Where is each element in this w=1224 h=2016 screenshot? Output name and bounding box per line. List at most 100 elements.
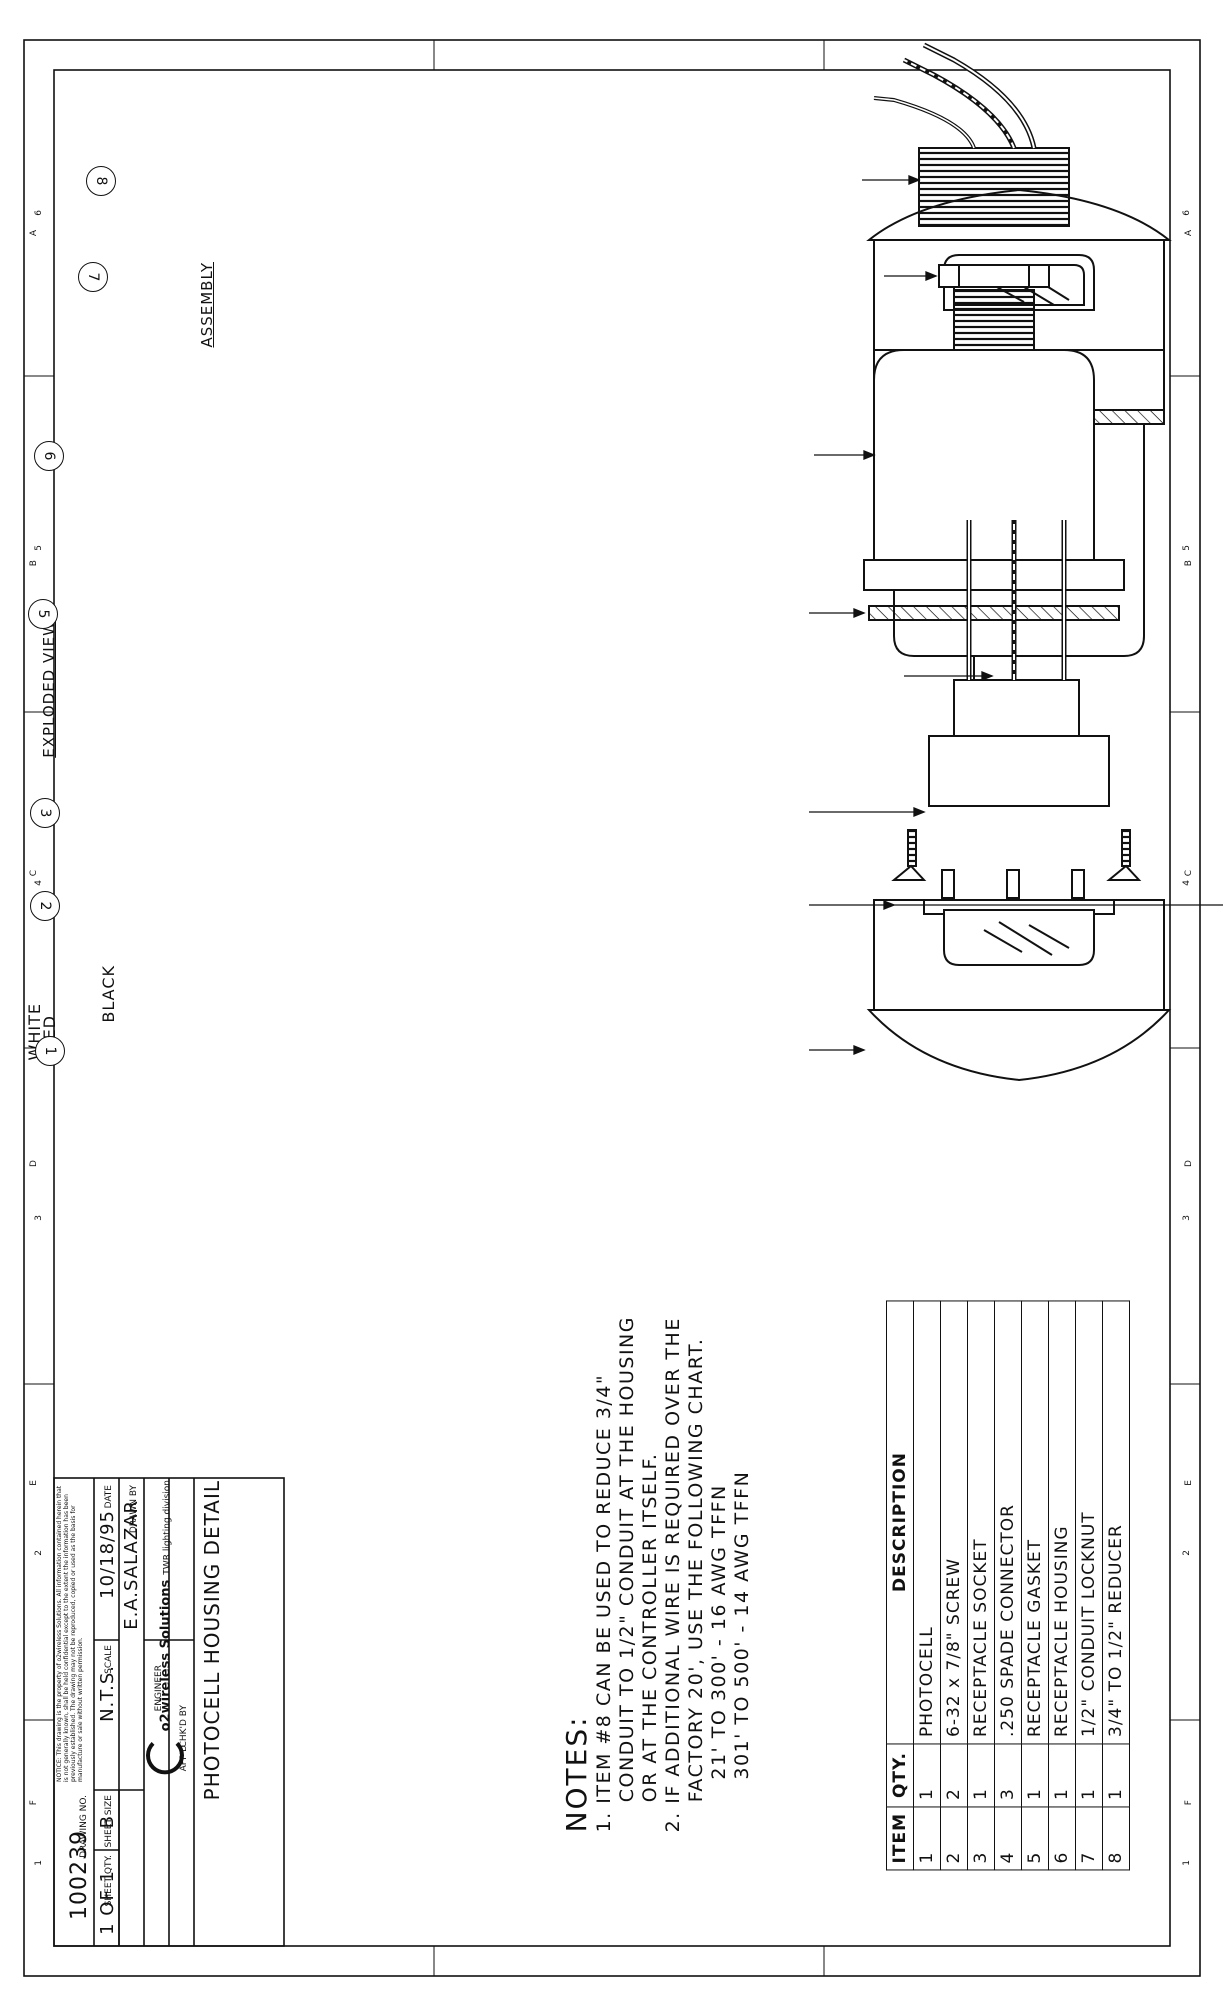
bom-item: 4 [994, 1806, 1022, 1870]
zone-number: 2 [34, 1550, 44, 1556]
zone-letter: A [29, 230, 39, 237]
bom-description: PHOTOCELL [913, 1300, 941, 1744]
bom-qty: 1 [1102, 1743, 1130, 1807]
bom-item: 2 [940, 1806, 968, 1870]
notes-lines: 1. ITEM #8 CAN BE USED TO REDUCE 3/4" CO… [593, 1316, 754, 1832]
bom-description: RECEPTACLE GASKET [1021, 1300, 1049, 1744]
engineer-label: ENGINEER [154, 1665, 164, 1712]
zone-number: 4 [1182, 880, 1192, 886]
zone-number: 1 [1182, 1860, 1192, 1866]
zone-letter: E [1184, 1480, 1194, 1486]
zone-number: 4 [34, 880, 44, 886]
date: 10/18/95 [97, 1510, 118, 1599]
title-block-frame [53, 1477, 285, 1947]
bom-qty: 1 [913, 1743, 941, 1807]
callout-8: 8 [86, 166, 116, 196]
scale: N.T.S. [97, 1665, 118, 1722]
zone-number: 3 [1182, 1215, 1192, 1221]
zone-number: 5 [1182, 545, 1192, 551]
bom-header-item: ITEM [886, 1806, 914, 1870]
bom-qty: 1 [1021, 1743, 1049, 1807]
wire-label-black: BLACK [99, 965, 118, 1023]
exploded-view [863, 147, 1172, 1082]
zone-number: 3 [34, 1215, 44, 1221]
zone-number: 5 [34, 545, 44, 551]
zone-letter: D [29, 1160, 39, 1167]
bom-qty: 1 [1048, 1743, 1076, 1807]
zone-number: 1 [34, 1860, 44, 1866]
bom-header-qty: QTY. [886, 1743, 914, 1807]
bom-item: 1 [913, 1806, 941, 1870]
note-line: 21' TO 300' - 16 AWG TFFN [708, 1484, 730, 1833]
bom-header-desc: DESCRIPTION [886, 1300, 914, 1744]
bom-item: 3 [967, 1806, 995, 1870]
zone-letter: E [29, 1480, 39, 1486]
bom-qty: 3 [994, 1743, 1022, 1807]
drawing-no: 100239 [67, 1830, 92, 1920]
callout-6: 6 [34, 441, 64, 471]
note-line: CONDUIT TO 1/2" CONDUIT AT THE HOUSING [616, 1316, 638, 1833]
bom-qty: 1 [967, 1743, 995, 1807]
zone-letter: F [29, 1800, 39, 1806]
bom-item: 6 [1048, 1806, 1076, 1870]
sheet-size: B [97, 1815, 118, 1829]
wires [873, 42, 1067, 680]
zone-letter: D [1184, 1160, 1194, 1167]
zone-number: 6 [1182, 210, 1192, 216]
note-line: 301' TO 500' - 14 AWG TFFN [731, 1470, 753, 1833]
exploded-view-label: EXPLODED VIEW [40, 620, 58, 758]
zone-letter: C [29, 870, 39, 877]
zone-letter: F [1184, 1800, 1194, 1806]
bom-description: RECEPTACLE HOUSING [1048, 1300, 1076, 1744]
zone-number: 2 [1182, 1550, 1192, 1556]
callout-7: 7 [78, 262, 108, 292]
zone-letter: B [1184, 560, 1194, 567]
sheet-qty: 1 OF 1 [97, 1870, 118, 1935]
notes-heading: NOTES: [560, 1715, 593, 1833]
bom-description: 1/2" CONDUIT LOCKNUT [1075, 1300, 1103, 1744]
callout-leaders [809, 175, 1223, 1055]
bom-description: 3/4" TO 1/2" REDUCER [1102, 1300, 1130, 1744]
callout-3: 3 [30, 798, 60, 828]
note-line: 2. IF ADDITIONAL WIRE IS REQUIRED OVER T… [662, 1317, 684, 1833]
callout-2: 2 [30, 891, 60, 921]
zone-letter: A [1184, 230, 1194, 237]
bom-description: 6-32 x 7/8" SCREW [940, 1300, 968, 1744]
appd-label: APP'D [179, 1745, 189, 1772]
company-division: TWR lighting division [162, 1480, 173, 1575]
zone-number: 6 [34, 210, 44, 216]
notes: NOTES: 1. ITEM #8 CAN BE USED TO REDUCE … [560, 1316, 754, 1832]
sheet-border [23, 39, 1201, 1977]
note-line: FACTORY 20', USE THE FOLLOWING CHART. [685, 1337, 707, 1833]
bom-description: RECEPTACLE SOCKET [967, 1300, 995, 1744]
bom-description: .250 SPADE CONNECTOR [994, 1300, 1022, 1744]
note-line: OR AT THE CONTROLLER ITSELF. [639, 1452, 661, 1833]
bom-qty: 2 [940, 1743, 968, 1807]
callout-1: 1 [35, 1036, 65, 1066]
bom-item: 8 [1102, 1806, 1130, 1870]
drawn-by: E.A.SALAZAR [121, 1500, 142, 1630]
callout-5: 5 [28, 599, 58, 629]
chkd-label: CHK'D BY [179, 1705, 189, 1748]
bom-item: 5 [1021, 1806, 1049, 1870]
bom-qty: 1 [1075, 1743, 1103, 1807]
zone-letter: C [1184, 870, 1194, 877]
date-label: DATE [104, 1485, 114, 1509]
legal-notice: NOTICE: This drawing is the property of … [56, 1485, 84, 1782]
note-line: 1. ITEM #8 CAN BE USED TO REDUCE 3/4" [593, 1373, 615, 1833]
bom-item: 7 [1075, 1806, 1103, 1870]
